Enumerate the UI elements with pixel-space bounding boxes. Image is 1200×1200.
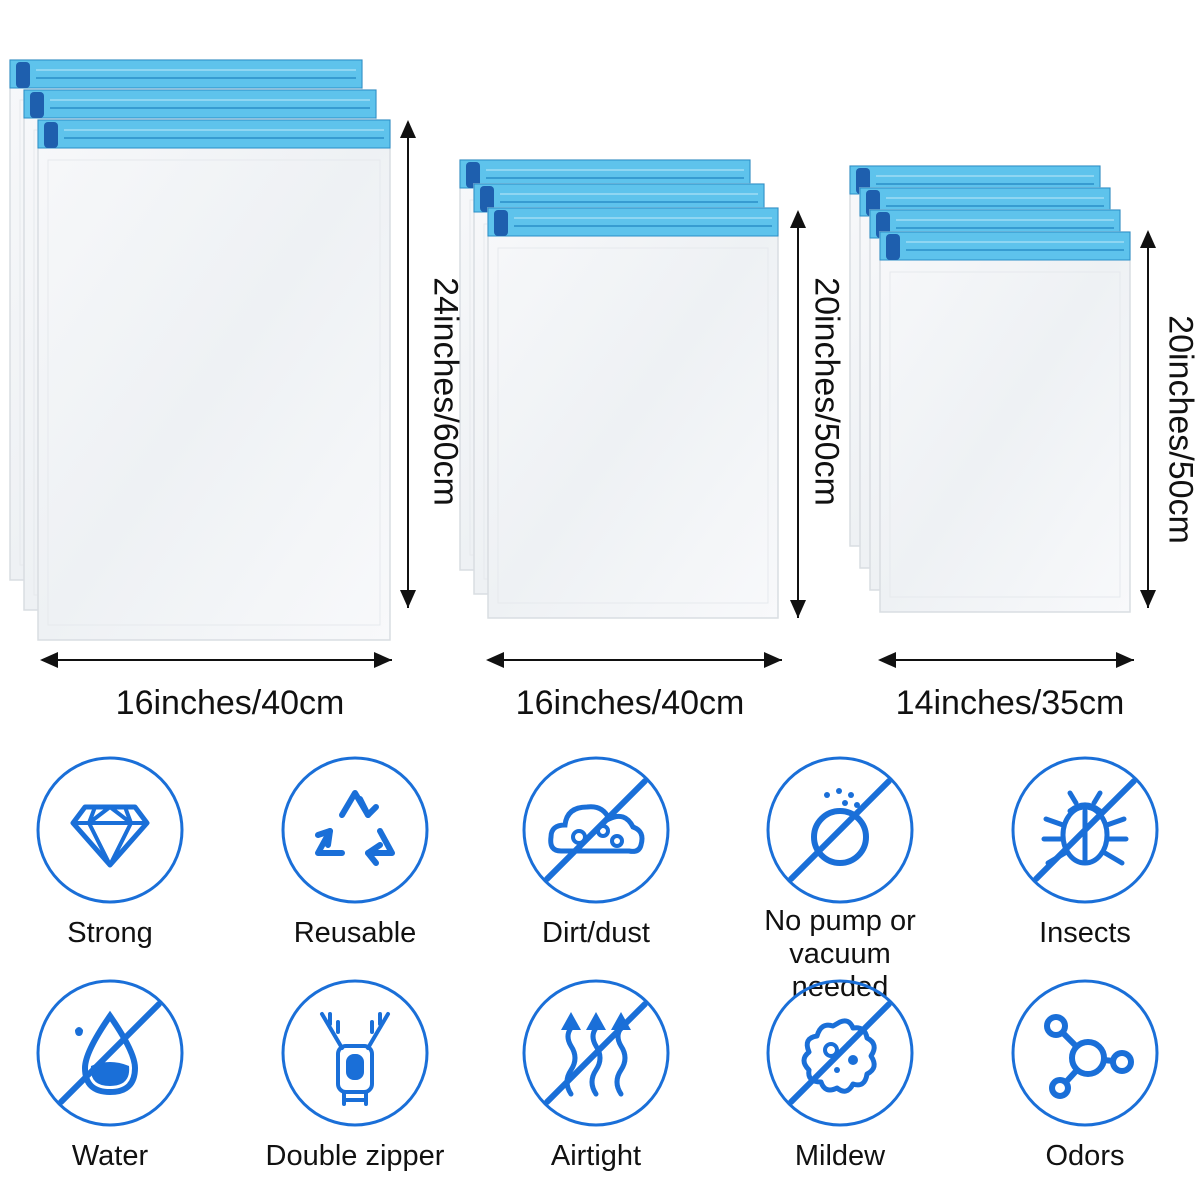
no-pump-icon [765, 755, 915, 905]
diamond-icon [35, 755, 185, 905]
storage-bag [37, 119, 391, 641]
water-drop-icon [35, 978, 185, 1128]
medium-bag-width-label: 16inches/40cm [515, 684, 745, 722]
zipper-slider [16, 62, 30, 88]
zipper-slider [466, 162, 480, 188]
small-bag-width-label: 14inches/35cm [895, 684, 1125, 722]
zipper-slider [494, 210, 508, 236]
feature-label: Mildew [794, 1140, 886, 1172]
storage-bag [487, 207, 779, 619]
feature-double-zipper: Double zipper [255, 978, 455, 1173]
feature-reusable: Reusable [255, 755, 455, 950]
bug-icon [1010, 755, 1160, 905]
medium-bag-set [459, 159, 779, 619]
zipper-slider [30, 92, 44, 118]
odor-molecule-icon [1010, 978, 1160, 1128]
airtight-arrows-icon [521, 978, 671, 1128]
large-bag-height-label: 24inches/60cm [426, 277, 465, 506]
feature-dirt-dust: Dirt/dust [496, 755, 696, 950]
feature-label: Strong [67, 917, 153, 949]
feature-label: Airtight [550, 1140, 642, 1172]
zipper-slider [44, 122, 58, 148]
zipper-slider [886, 234, 900, 260]
feature-label: Dirt/dust [542, 917, 650, 949]
feature-insects: Insects [985, 755, 1185, 950]
large-bag-set [9, 59, 391, 641]
feature-mildew: Mildew [740, 978, 940, 1173]
feature-label: Odors [1045, 1140, 1125, 1172]
mildew-icon [765, 978, 915, 1128]
feature-odors: Odors [985, 978, 1185, 1173]
storage-bag [879, 231, 1131, 613]
zipper-icon [280, 978, 430, 1128]
feature-label: Insects [1039, 917, 1131, 949]
feature-label: No pump or vacuum needed [764, 905, 916, 1003]
feature-label: Reusable [293, 917, 417, 949]
feature-label: Double zipper [265, 1140, 445, 1172]
small-bag-height-label: 20inches/50cm [1161, 315, 1200, 544]
small-bag-set [849, 165, 1131, 613]
feature-no-pump-or-vacuum-needed: No pump or vacuum needed [740, 755, 940, 1004]
feature-water: Water [10, 978, 210, 1173]
feature-airtight: Airtight [496, 978, 696, 1173]
feature-strong: Strong [10, 755, 210, 950]
recycle-icon [280, 755, 430, 905]
large-bag-width-label: 16inches/40cm [115, 684, 345, 722]
dust-cloud-icon [521, 755, 671, 905]
zipper-slider [480, 186, 494, 212]
feature-label: Water [71, 1140, 149, 1172]
medium-bag-height-label: 20inches/50cm [807, 277, 846, 506]
